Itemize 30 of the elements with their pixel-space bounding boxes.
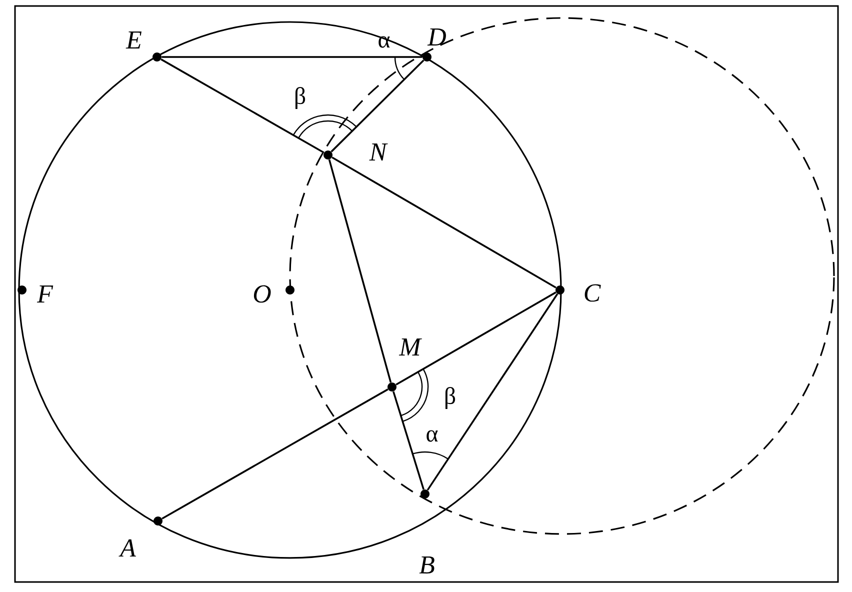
point: M: [388, 338, 422, 392]
point: E: [126, 32, 162, 62]
node-label: F: [36, 286, 54, 302]
point: C: [556, 284, 601, 302]
node-label: D: [427, 28, 446, 46]
angle-label: α: [426, 430, 438, 442]
angle-label: β: [445, 387, 456, 409]
point: A: [118, 516, 162, 557]
node-label: A: [118, 539, 136, 557]
line-segment: [328, 159, 392, 383]
line-segment: [392, 391, 424, 490]
point: O: [254, 285, 294, 303]
node-label: C: [584, 284, 601, 302]
node-label: M: [398, 338, 422, 356]
point: D: [422, 28, 446, 62]
node-label: N: [369, 144, 388, 160]
line-segment: [160, 58, 324, 154]
point: F: [18, 285, 54, 302]
point: N: [324, 144, 388, 160]
line-segment: [162, 388, 388, 520]
angle-label: β: [295, 87, 306, 109]
node-label: E: [126, 32, 142, 48]
point: B: [419, 489, 434, 574]
line-segment: [396, 292, 556, 386]
node-label: B: [419, 556, 434, 574]
node-label: O: [254, 285, 271, 303]
line-segment: [426, 293, 558, 491]
line-segment: [332, 156, 556, 288]
line-segment: [330, 60, 424, 152]
line-segment: [162, 56, 422, 58]
